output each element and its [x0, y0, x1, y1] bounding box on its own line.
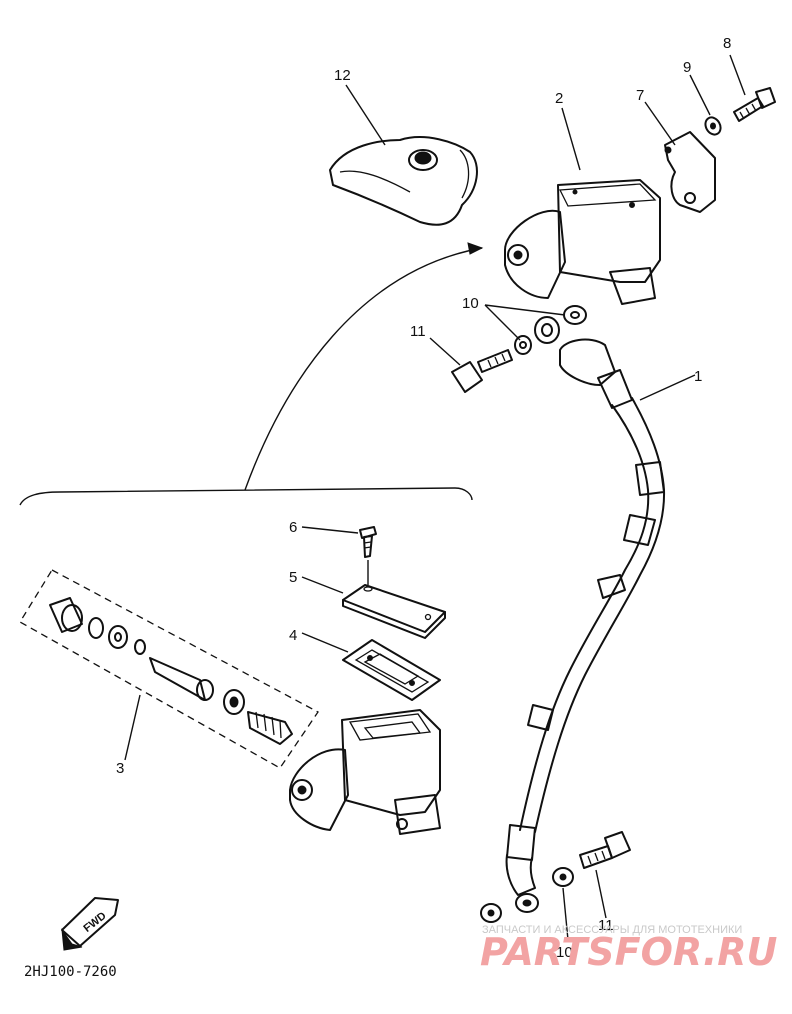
leader-9 — [689, 74, 711, 116]
diaphragm-part — [342, 639, 441, 701]
watermark-logo: PARTSFOR.RU — [480, 930, 778, 974]
brake-hose-part — [505, 338, 666, 913]
piston-kit-part — [19, 569, 319, 769]
callout-7: 7 — [636, 87, 644, 104]
exploded-view-bracket — [19, 487, 473, 506]
callout-11-lower: 11 — [598, 917, 614, 934]
watermark-caption: ЗАПЧАСТИ И АКСЕССУАРЫ ДЛЯ МОТОТЕХНИКИ — [482, 924, 742, 936]
callout-2: 2 — [555, 90, 563, 107]
lever-cover-part — [329, 136, 478, 226]
callout-4: 4 — [289, 627, 297, 644]
master-cylinder-body-part — [289, 709, 441, 835]
leader-2 — [561, 107, 581, 171]
callout-12: 12 — [334, 67, 351, 84]
assembly-pointer-line — [244, 247, 483, 491]
banjo-bolt-upper — [451, 349, 513, 393]
callout-9: 9 — [683, 59, 691, 76]
leader-8 — [729, 54, 746, 96]
master-cylinder-assembled — [504, 179, 661, 305]
washer-9-part — [704, 116, 722, 136]
callout-6: 6 — [289, 519, 297, 536]
leader-11-upper — [429, 337, 461, 366]
leader-3 — [124, 694, 141, 761]
callout-11-upper: 11 — [410, 323, 426, 340]
callout-1: 1 — [694, 368, 702, 385]
callout-10-lower: 10 — [556, 944, 573, 961]
leader-10-lower — [562, 887, 569, 941]
leader-10-upper — [484, 304, 566, 341]
diagram-code: 2HJ100-7260 — [24, 964, 117, 980]
leader-12 — [345, 84, 386, 146]
banjo-washers-lower — [480, 867, 574, 923]
leader-7 — [644, 101, 676, 146]
fwd-label: FWD — [82, 910, 109, 935]
leader-5 — [301, 576, 344, 594]
reservoir-cap-part — [342, 584, 446, 639]
bolt-8-part — [733, 87, 776, 122]
clamp-part — [664, 131, 716, 213]
assembly-pointer-arrowhead — [467, 242, 484, 255]
leader-1 — [639, 374, 696, 401]
leader-4 — [301, 632, 349, 653]
callout-3: 3 — [116, 760, 124, 777]
leader-6 — [301, 526, 359, 534]
forward-direction-indicator: FWD — [61, 897, 119, 951]
screw-6-part — [359, 526, 377, 585]
callout-8: 8 — [723, 35, 731, 52]
callout-10-upper: 10 — [462, 295, 479, 312]
callout-5: 5 — [289, 569, 297, 586]
banjo-bolt-lower — [579, 831, 631, 869]
leader-11-lower — [595, 869, 607, 919]
